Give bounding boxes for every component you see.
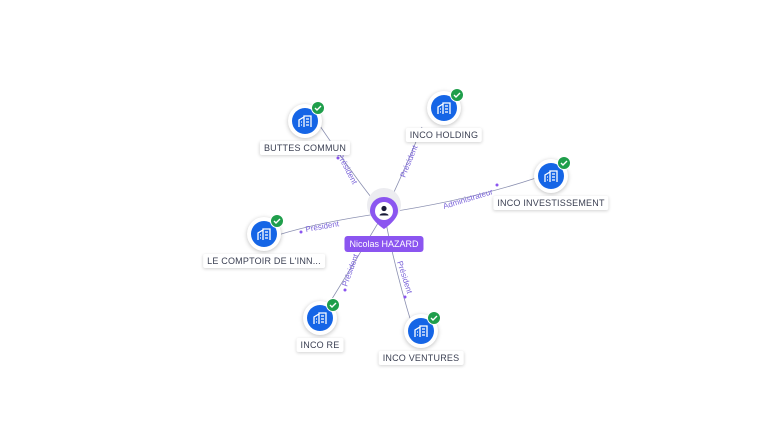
edge-label-re: Président xyxy=(340,252,360,288)
building-icon xyxy=(257,228,271,240)
company-name: INCO VENTURES xyxy=(378,351,464,365)
company-name: BUTTES COMMUN xyxy=(259,141,351,155)
check-icon xyxy=(314,105,322,111)
edge-invest xyxy=(383,177,537,214)
company-node-invest[interactable]: INCO INVESTISSEMENT xyxy=(481,156,621,219)
company-node-re[interactable]: INCO RE xyxy=(250,298,390,361)
building-icon xyxy=(298,115,312,127)
company-node-comptoir[interactable]: LE COMPTOIR DE L'INN... xyxy=(194,214,334,277)
check-icon xyxy=(453,92,461,98)
check-icon xyxy=(430,315,438,321)
person-icon xyxy=(370,197,398,229)
building-icon xyxy=(437,102,451,114)
verified-badge xyxy=(450,88,464,102)
verified-badge xyxy=(311,101,325,115)
verified-badge xyxy=(427,311,441,325)
verified-badge xyxy=(270,214,284,228)
check-icon xyxy=(273,218,281,224)
company-name: INCO INVESTISSEMENT xyxy=(493,196,609,210)
verified-badge xyxy=(326,298,340,312)
company-node-ventures[interactable]: INCO VENTURES xyxy=(351,311,491,374)
building-icon xyxy=(414,325,428,337)
company-name: INCO RE xyxy=(296,338,344,352)
person-name: Nicolas HAZARD xyxy=(344,236,424,252)
check-icon xyxy=(329,302,337,308)
check-icon xyxy=(560,160,568,166)
company-node-holding[interactable]: INCO HOLDING xyxy=(374,88,514,151)
company-node-buttes[interactable]: BUTTES COMMUN xyxy=(235,101,375,164)
company-name: LE COMPTOIR DE L'INN... xyxy=(203,254,325,268)
edge-label-ventures: Président xyxy=(395,260,414,296)
company-name: INCO HOLDING xyxy=(405,128,483,142)
verified-badge xyxy=(557,156,571,170)
person-node[interactable]: Nicolas HAZARD xyxy=(344,186,424,256)
company-badge xyxy=(292,108,318,134)
building-icon xyxy=(544,170,558,182)
building-icon xyxy=(313,312,327,324)
